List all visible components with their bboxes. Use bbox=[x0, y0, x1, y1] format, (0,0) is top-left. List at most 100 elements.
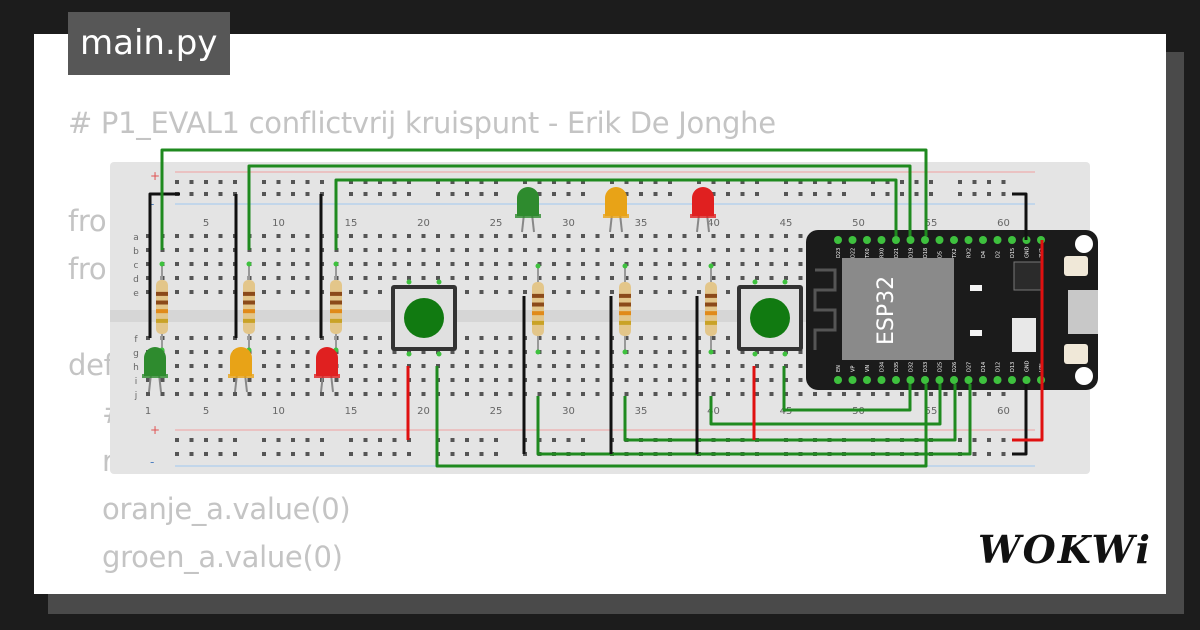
rail-hole bbox=[697, 180, 701, 184]
rail-hole bbox=[972, 192, 977, 196]
hole bbox=[436, 262, 440, 266]
pin-dot bbox=[708, 263, 714, 269]
hole bbox=[262, 276, 266, 280]
pin-dot bbox=[333, 261, 339, 267]
hole bbox=[639, 234, 643, 238]
reset-button[interactable] bbox=[1064, 344, 1088, 364]
hole bbox=[929, 392, 933, 396]
pin-dot bbox=[436, 279, 442, 285]
row-letter: a bbox=[133, 233, 139, 243]
rail-hole bbox=[175, 452, 179, 456]
esp32-pin bbox=[848, 236, 857, 244]
hole bbox=[566, 234, 571, 238]
wire bbox=[1012, 384, 1028, 456]
hole bbox=[552, 234, 556, 238]
hole bbox=[146, 248, 150, 252]
rail-hole bbox=[320, 180, 324, 184]
rail-hole bbox=[494, 452, 498, 456]
hole bbox=[450, 364, 455, 368]
rail-hole bbox=[465, 452, 469, 456]
rail-hole bbox=[378, 192, 382, 196]
resistor-band bbox=[619, 302, 631, 307]
hole bbox=[349, 290, 353, 294]
hole bbox=[378, 364, 382, 368]
hole bbox=[624, 392, 629, 396]
hole bbox=[175, 350, 179, 354]
hole bbox=[798, 364, 803, 368]
column-number-top: 45 bbox=[780, 218, 793, 229]
rail-hole bbox=[784, 180, 788, 184]
rail-hole bbox=[494, 192, 498, 196]
hole bbox=[262, 378, 266, 382]
rail-hole bbox=[972, 180, 977, 184]
rail-hole bbox=[189, 192, 194, 196]
row-letter: j bbox=[134, 391, 138, 401]
esp32-pin bbox=[1008, 236, 1016, 244]
hole bbox=[508, 234, 513, 238]
voltage-regulator bbox=[1012, 318, 1036, 352]
wire bbox=[334, 178, 898, 250]
hole bbox=[291, 234, 295, 238]
esp32-pin-label: D22 bbox=[851, 248, 857, 258]
hole bbox=[552, 350, 556, 354]
hole bbox=[305, 392, 310, 396]
esp32-pin bbox=[906, 376, 915, 384]
hole bbox=[218, 336, 223, 340]
hole bbox=[494, 378, 498, 382]
rail-hole bbox=[349, 180, 353, 184]
hole bbox=[697, 336, 701, 340]
rail-hole bbox=[450, 192, 455, 196]
hole bbox=[465, 364, 469, 368]
rail-hole bbox=[349, 192, 353, 196]
hole bbox=[784, 276, 788, 280]
file-tab-main-py[interactable]: main.py bbox=[68, 12, 231, 75]
esp32-pin-label: GND bbox=[1025, 246, 1031, 258]
antenna-trace-icon bbox=[813, 268, 837, 350]
resistor-band bbox=[532, 311, 544, 316]
resistor bbox=[243, 261, 255, 353]
hole bbox=[204, 290, 208, 294]
hole bbox=[508, 336, 513, 340]
esp32-pin bbox=[979, 236, 987, 244]
hole bbox=[450, 378, 455, 382]
hole bbox=[291, 262, 295, 266]
hole bbox=[566, 364, 571, 368]
hole bbox=[624, 248, 629, 252]
hole bbox=[769, 248, 774, 252]
hole bbox=[204, 276, 208, 280]
column-number-top: 35 bbox=[635, 218, 648, 229]
hole bbox=[349, 234, 353, 238]
resistor-band bbox=[330, 291, 342, 296]
hole bbox=[392, 248, 397, 252]
esp32-pin bbox=[964, 236, 973, 244]
hole bbox=[537, 336, 542, 340]
hole bbox=[624, 276, 629, 280]
hole bbox=[508, 350, 513, 354]
rail-hole bbox=[276, 180, 281, 184]
hole bbox=[247, 378, 252, 382]
hole bbox=[465, 234, 469, 238]
hole bbox=[697, 276, 701, 280]
hole bbox=[784, 364, 788, 368]
hole bbox=[508, 290, 513, 294]
hole bbox=[523, 290, 527, 294]
esp32-pin bbox=[863, 236, 871, 244]
esp32-pin bbox=[834, 236, 842, 244]
rail-hole bbox=[784, 192, 788, 196]
hole bbox=[450, 262, 455, 266]
hole bbox=[537, 276, 542, 280]
hole bbox=[653, 364, 658, 368]
hole bbox=[682, 234, 687, 238]
esp32-pin-label: VP bbox=[851, 366, 857, 372]
hole bbox=[349, 248, 353, 252]
hole bbox=[305, 290, 310, 294]
hole bbox=[421, 234, 426, 238]
esp32-pin bbox=[935, 236, 944, 244]
boot-button[interactable] bbox=[1064, 256, 1088, 276]
esp32-pin-label: D4 bbox=[981, 251, 987, 258]
hole bbox=[494, 262, 498, 266]
pin-dot bbox=[159, 261, 165, 267]
wire bbox=[247, 164, 912, 250]
rail-hole bbox=[465, 192, 469, 196]
hole bbox=[566, 262, 571, 266]
